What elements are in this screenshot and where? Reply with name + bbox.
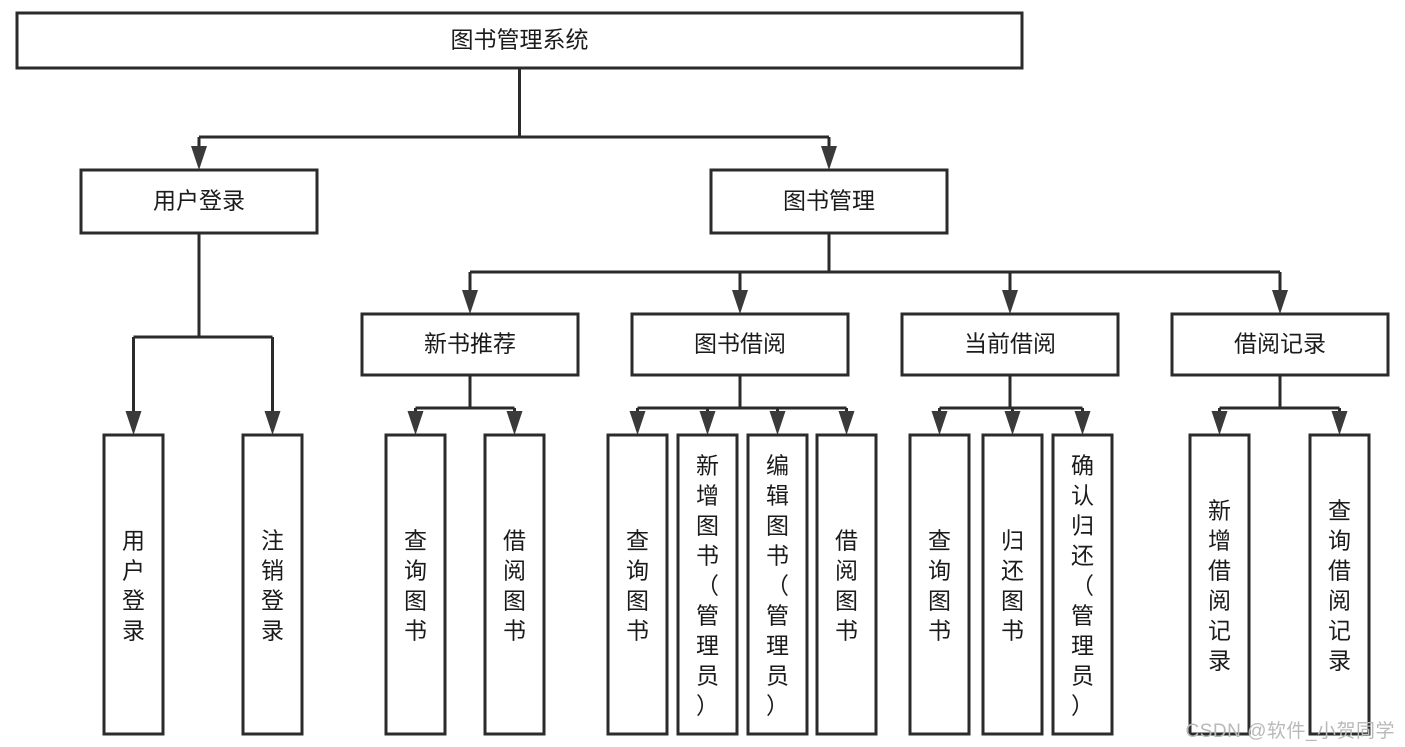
node-leaf-新增借阅记录-11[interactable]: 新增借阅记录 xyxy=(1188,433,1251,736)
node-box[interactable] xyxy=(606,433,669,736)
node-leaf-确认归还管理员-10[interactable]: 确认归还（管理员） xyxy=(1051,433,1114,736)
node-box[interactable] xyxy=(360,312,580,377)
node-l3-新书推荐-0[interactable]: 新书推荐 xyxy=(360,312,580,377)
node-label: 注销登录 xyxy=(261,528,284,644)
node-label: 借阅记录 xyxy=(1234,331,1326,357)
node-label: 图书借阅 xyxy=(694,331,786,357)
node-box[interactable] xyxy=(981,433,1044,736)
node-box[interactable] xyxy=(384,433,447,736)
node-label: 图书管理系统 xyxy=(451,27,589,53)
node-label: 编辑图书（管理员） xyxy=(766,453,789,719)
arrow-head-icon xyxy=(838,411,855,435)
node-label: 图书管理 xyxy=(783,188,875,214)
node-label: 查询借阅记录 xyxy=(1328,498,1351,674)
node-label: 借阅图书 xyxy=(503,528,526,644)
node-l2-用户登录-0[interactable]: 用户登录 xyxy=(79,168,319,235)
arrow-head-icon xyxy=(732,290,748,314)
node-l2-图书管理-1[interactable]: 图书管理 xyxy=(709,168,949,235)
node-label: 新书推荐 xyxy=(424,331,516,357)
node-leaf-归还图书-9[interactable]: 归还图书 xyxy=(981,433,1044,736)
node-label: 查询图书 xyxy=(928,528,951,644)
arrow-head-icon xyxy=(821,146,837,170)
node-label: 借阅图书 xyxy=(835,528,858,644)
arrow-head-icon xyxy=(462,290,478,314)
node-box[interactable] xyxy=(1308,433,1371,736)
node-label: 查询图书 xyxy=(404,528,427,644)
node-box[interactable] xyxy=(15,11,1024,70)
arrow-head-icon xyxy=(1272,290,1288,314)
node-box[interactable] xyxy=(709,168,949,235)
node-leaf-用户登录-0[interactable]: 用户登录 xyxy=(102,433,165,736)
node-label: 归还图书 xyxy=(1001,528,1024,644)
arrowheads-layer xyxy=(125,146,1348,435)
arrow-head-icon xyxy=(1074,411,1091,435)
arrow-head-icon xyxy=(1004,411,1021,435)
node-box[interactable] xyxy=(79,168,319,235)
node-box[interactable] xyxy=(900,312,1120,377)
arrow-head-icon xyxy=(1331,411,1348,435)
node-l3-借阅记录-3[interactable]: 借阅记录 xyxy=(1170,312,1390,377)
node-l3-当前借阅-2[interactable]: 当前借阅 xyxy=(900,312,1120,377)
node-box[interactable] xyxy=(1170,312,1390,377)
node-leaf-查询图书-4[interactable]: 查询图书 xyxy=(606,433,669,736)
node-box[interactable] xyxy=(241,433,304,736)
arrow-head-icon xyxy=(699,411,716,435)
node-leaf-查询图书-2[interactable]: 查询图书 xyxy=(384,433,447,736)
node-box[interactable] xyxy=(746,433,809,736)
node-box[interactable] xyxy=(815,433,878,736)
nodes-layer: 图书管理系统用户登录图书管理新书推荐图书借阅当前借阅借阅记录用户登录注销登录查询… xyxy=(15,11,1390,736)
arrow-head-icon xyxy=(264,411,281,435)
node-leaf-新增图书管理员-5[interactable]: 新增图书（管理员） xyxy=(676,433,739,736)
node-box[interactable] xyxy=(1051,433,1114,736)
arrow-head-icon xyxy=(506,411,523,435)
node-box[interactable] xyxy=(908,433,971,736)
arrow-head-icon xyxy=(1211,411,1228,435)
node-label: 用户登录 xyxy=(153,188,245,214)
node-leaf-借阅图书-7[interactable]: 借阅图书 xyxy=(815,433,878,736)
arrow-head-icon xyxy=(191,146,207,170)
node-box[interactable] xyxy=(1188,433,1251,736)
arrow-head-icon xyxy=(407,411,424,435)
node-root-0[interactable]: 图书管理系统 xyxy=(15,11,1024,70)
node-box[interactable] xyxy=(676,433,739,736)
node-box[interactable] xyxy=(483,433,546,736)
arrow-head-icon xyxy=(125,411,142,435)
node-leaf-借阅图书-3[interactable]: 借阅图书 xyxy=(483,433,546,736)
arrow-head-icon xyxy=(931,411,948,435)
node-box[interactable] xyxy=(630,312,850,377)
arrow-head-icon xyxy=(1002,290,1018,314)
node-label: 用户登录 xyxy=(122,528,145,644)
node-label: 新增图书（管理员） xyxy=(696,453,719,719)
connectors-layer xyxy=(132,68,1341,431)
node-leaf-编辑图书管理员-6[interactable]: 编辑图书（管理员） xyxy=(746,433,809,736)
node-leaf-查询图书-8[interactable]: 查询图书 xyxy=(908,433,971,736)
node-label: 确认归还（管理员） xyxy=(1071,453,1094,719)
node-leaf-注销登录-1[interactable]: 注销登录 xyxy=(241,433,304,736)
arrow-head-icon xyxy=(769,411,786,435)
node-leaf-查询借阅记录-12[interactable]: 查询借阅记录 xyxy=(1308,433,1371,736)
node-box[interactable] xyxy=(102,433,165,736)
node-label: 查询图书 xyxy=(626,528,649,644)
node-l3-图书借阅-1[interactable]: 图书借阅 xyxy=(630,312,850,377)
node-label: 当前借阅 xyxy=(964,331,1056,357)
node-label: 新增借阅记录 xyxy=(1208,498,1231,674)
csdn-watermark: CSDN @软件_小贺同学 xyxy=(1185,721,1395,742)
arrow-head-icon xyxy=(629,411,646,435)
